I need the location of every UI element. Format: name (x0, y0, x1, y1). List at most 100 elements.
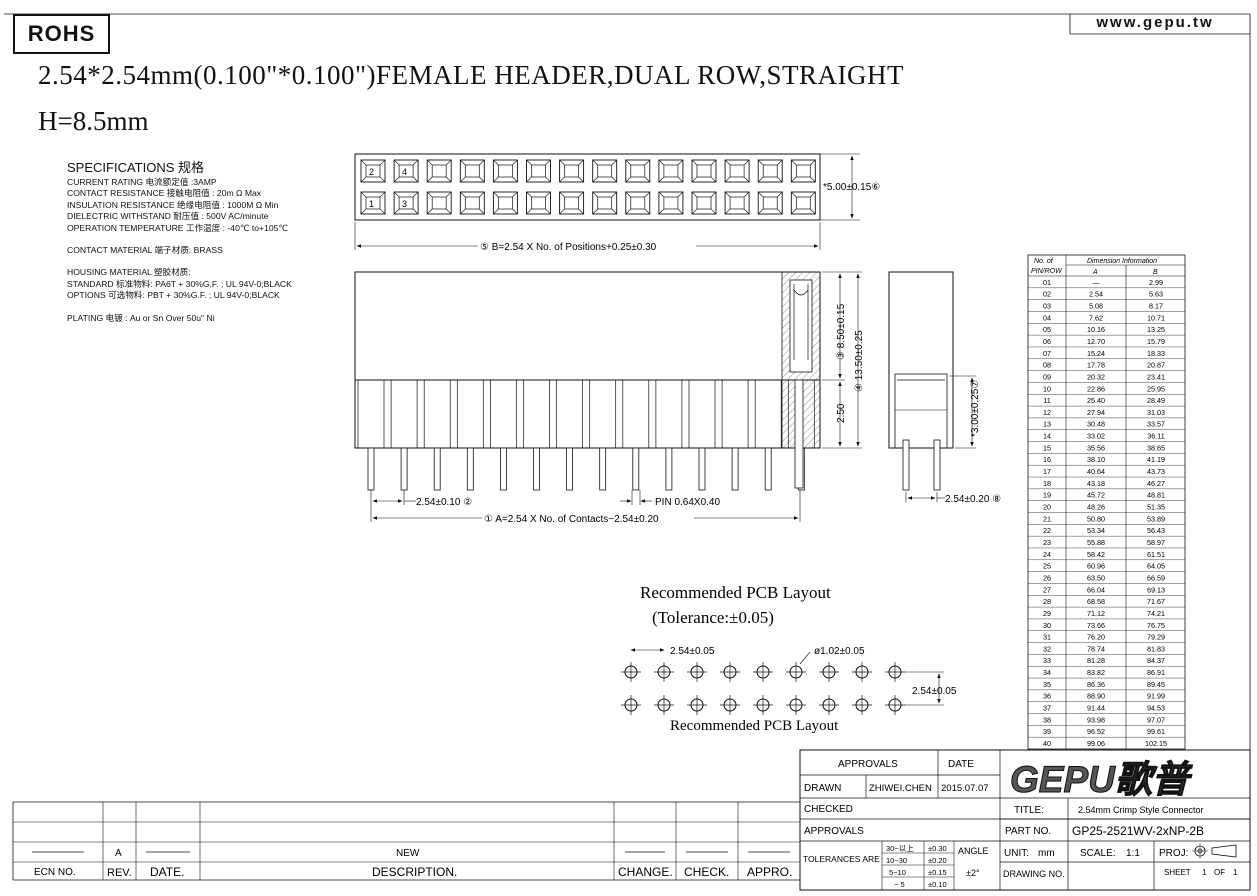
table-cell: 66.59 (1147, 573, 1165, 582)
of-label: OF (1214, 868, 1225, 877)
contact-cavity (790, 191, 816, 215)
contact-cavity (426, 191, 452, 215)
pcb-hole (753, 662, 773, 682)
table-cell: 102.15 (1145, 739, 1167, 748)
contact-cavity (691, 191, 717, 215)
table-cell: 99.06 (1087, 739, 1105, 748)
contact-cavity (559, 159, 585, 183)
tolerance-value: ±0.30 (928, 844, 947, 853)
contact-cavity (790, 159, 816, 183)
drawing-subtitle: H=8.5mm (38, 106, 149, 136)
table-cell: 06 (1043, 337, 1051, 346)
contact-cavity (658, 191, 684, 215)
table-cell: 15 (1043, 443, 1051, 452)
contact-cavity (526, 191, 551, 215)
table-cell: 36.11 (1147, 432, 1164, 441)
header-pin (490, 380, 517, 491)
header-appro: APPRO. (747, 865, 792, 879)
top-view: 2 4 1 3 *5.00±0.15⑥ ⑤ B=2.54 X No. of Po… (354, 153, 880, 253)
drawn-date: 2015.07.07 (941, 783, 989, 794)
table-cell: 76.75 (1147, 621, 1165, 630)
part-number: GP25-2521WV-2xNP-2B (1072, 824, 1204, 838)
table-cell: 51.35 (1147, 503, 1165, 512)
table-cell: 81.28 (1087, 656, 1105, 665)
contact-cavity (658, 159, 684, 183)
title-label: TITLE: (1014, 805, 1044, 816)
pcb-hole (687, 662, 707, 682)
rohs-badge: ROHS (13, 14, 110, 54)
contact-cavity (360, 159, 386, 183)
pcb-hole (621, 695, 641, 715)
header-ecn: ECN NO. (34, 867, 76, 878)
table-cell: 10.71 (1147, 313, 1165, 322)
pcb-hole (720, 662, 740, 682)
drawn-by: ZHIWEI.CHEN (869, 783, 932, 794)
header-pin (556, 380, 583, 491)
pcb-hole (819, 695, 839, 715)
tolerance-value: ±0.20 (928, 856, 947, 865)
spec-options: OPTIONS 可选物料: PBT + 30%G.F. ; UL 94V-0;B… (67, 290, 280, 301)
table-cell: 16 (1043, 455, 1051, 464)
dim-height: *5.00±0.15⑥ (823, 182, 880, 193)
table-cell: 48.26 (1087, 503, 1105, 512)
header-pin (423, 380, 451, 491)
table-cell: 11 (1043, 396, 1050, 405)
table-cell: 27 (1043, 585, 1051, 594)
table-cell: 64.05 (1147, 562, 1165, 571)
pin-label: 1 (369, 199, 374, 209)
header-rev: REV. (107, 867, 132, 879)
table-cell: 15.24 (1087, 349, 1105, 358)
table-cell: 04 (1043, 313, 1051, 322)
dim-row: 2.54±0.20 ⑧ (945, 494, 1001, 505)
spec-line: OPERATION TEMPERATURE 工作温度 : -40℃ to+105… (67, 222, 289, 233)
table-cell: 10 (1043, 384, 1051, 393)
contact-cavity (459, 191, 485, 215)
table-cell: 01 (1043, 278, 1051, 287)
table-cell: 40.64 (1087, 467, 1105, 476)
table-cell: 58.42 (1087, 550, 1105, 559)
header-pin (357, 380, 385, 491)
table-cell: 09 (1043, 372, 1051, 381)
tolerance-range: 30~以上 (886, 844, 914, 853)
table-cell: 35 (1043, 680, 1051, 689)
of-value: 1 (1233, 868, 1238, 877)
table-cell: 76.20 (1087, 633, 1105, 642)
header-pin (523, 380, 550, 491)
date-header: DATE (948, 759, 974, 770)
table-cell: 25.95 (1147, 384, 1165, 393)
contact-cavity (724, 159, 750, 183)
table-cell: 17 (1043, 467, 1051, 476)
pcb-layout: Recommended PCB Layout (Tolerance:±0.05)… (621, 583, 957, 734)
header-pin (721, 380, 749, 491)
header-pin (655, 380, 683, 491)
table-header-label: PIN/ROW (1031, 268, 1063, 275)
pcb-hole: ø1.02±0.05 (814, 646, 865, 657)
contact-cavity (592, 159, 618, 183)
checked-label: CHECKED (804, 804, 853, 815)
side-view: *3.00±0.25⑦ 2.54±0.20 ⑧ (888, 271, 1001, 505)
website-label[interactable]: www.gepu.tw (1096, 14, 1214, 31)
dim-b: ⑤ B=2.54 X No. of Positions+0.25±0.30 (480, 242, 657, 253)
tolerance-value: ±0.15 (928, 868, 947, 877)
table-cell: 33 (1043, 656, 1051, 665)
contact-cavity (757, 191, 783, 215)
pcb-hole (885, 662, 905, 682)
table-cell: 33.02 (1087, 432, 1105, 441)
